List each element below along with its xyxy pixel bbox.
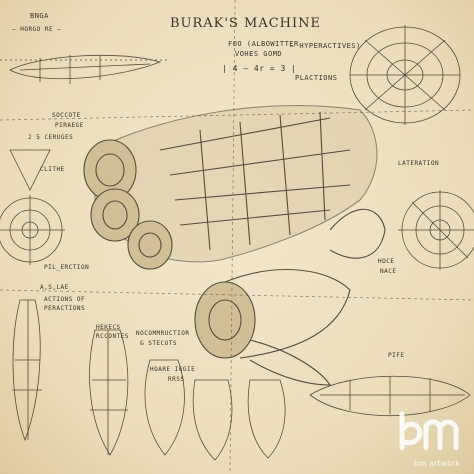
annotation-right-1: HOCE	[378, 258, 395, 265]
annotation-bottom-5: HOARE IGGIE	[150, 366, 196, 373]
annotation-upper-mid-1: FOO (ALBOWITTER	[228, 40, 299, 48]
annotation-bottom-1: HEKECS	[96, 324, 121, 331]
annotation-side-left-1: A,S,LAE	[40, 284, 69, 291]
annotation-upper-mid-2: VOHES GOMD	[235, 50, 283, 58]
annotation-plactions: PLACTIONS	[295, 74, 338, 82]
annotation-right-3: PIFE	[388, 352, 405, 359]
annotation-bottom-6: RRSS	[168, 376, 185, 383]
bottom-left-ship-views	[12, 299, 129, 456]
annotation-hyperactives: — HYPERACTIVES)	[290, 42, 361, 50]
annotation-bottom-3: NOCOMMRUCTIOR	[136, 330, 190, 337]
annotation-bottom-4: & STECOTS	[140, 340, 178, 347]
annotation-side-left-3: PERACTIONS	[44, 305, 86, 312]
watermark-logo	[399, 411, 459, 451]
top-left-ship-sketch	[0, 54, 170, 84]
central-machine	[83, 105, 386, 386]
annotation-left-4: CLITHE	[40, 166, 65, 173]
annotation-left-1: 2 5 CERUGES	[28, 134, 74, 141]
annotation-top-left: BNGA	[30, 12, 49, 20]
top-right-radial-diagram	[349, 25, 461, 125]
watermark-text: bm artwork	[413, 459, 460, 468]
annotation-right-2: NACE	[380, 268, 397, 275]
sheet-title: BURAK'S MACHINE	[170, 16, 321, 31]
left-circle-diagram	[0, 149, 65, 265]
bottom-right-ship-sketch	[309, 375, 471, 417]
annotation-bottom-2: RCCONTES	[96, 333, 129, 340]
annotation-side-left-2: ACTIONS OF	[44, 296, 86, 303]
bottom-center-ship-views	[144, 359, 286, 461]
annotation-left-3: PIRAEGE	[55, 122, 84, 129]
right-circle-diagram	[398, 190, 474, 270]
annotation-lateration: LATERATION	[398, 160, 440, 167]
annotation-equation: | 4 — 4r = 3 |	[222, 64, 297, 73]
annotation-mid-left: PIL_ERCTION	[44, 264, 90, 271]
annotation-under-top-left: — HORGO RE —	[12, 26, 62, 33]
annotation-left-2: SOCCOTE	[52, 112, 81, 119]
